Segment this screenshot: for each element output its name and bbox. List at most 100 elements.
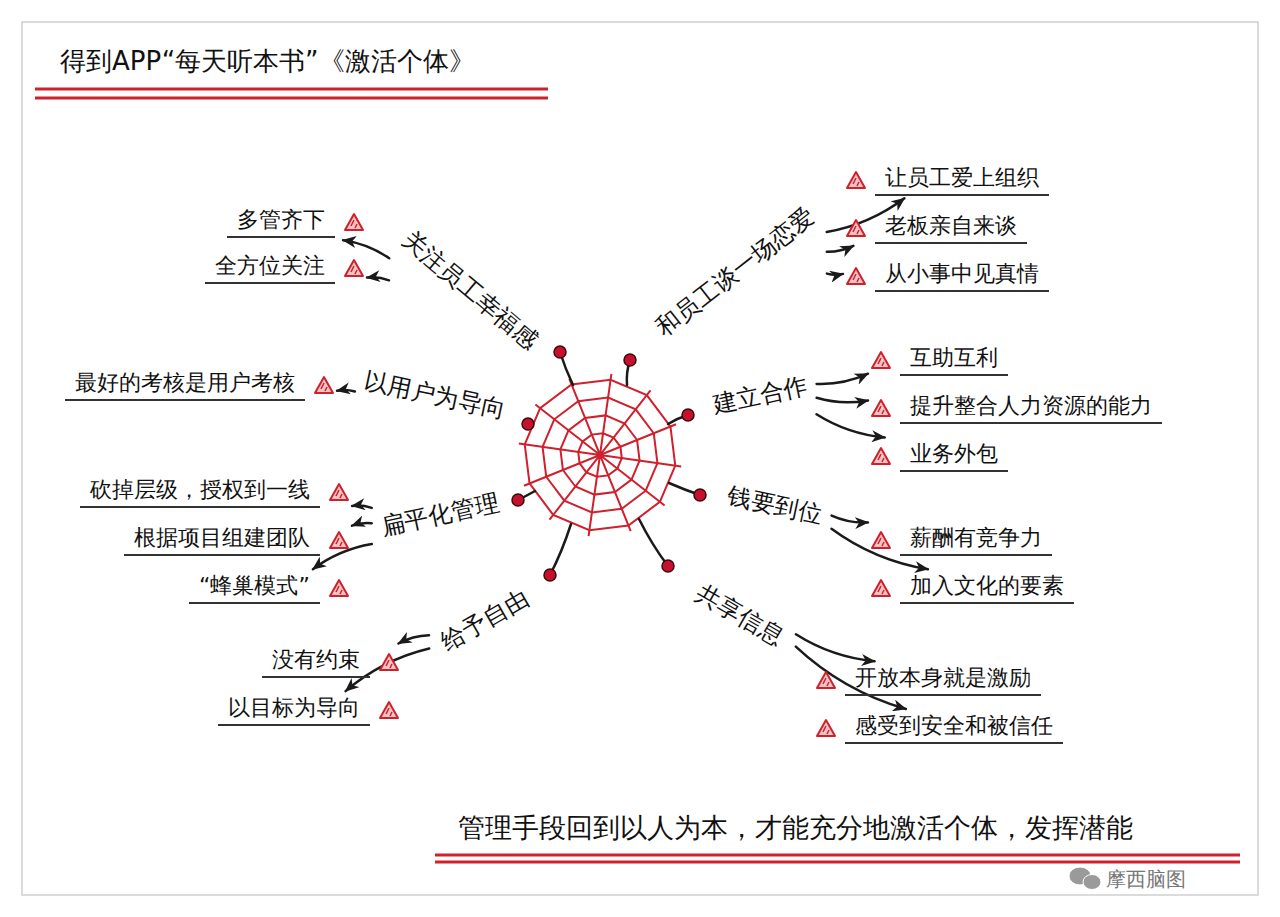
leaf-text: 加入文化的要素 [900, 572, 1074, 604]
triangle-hatch [351, 266, 357, 274]
triangle-marker [378, 700, 400, 720]
leaf-item: 最好的考核是用户考核 [65, 367, 335, 403]
wechat-icon [1069, 867, 1101, 890]
leaf-item: 让员工爱上组织 [845, 162, 1049, 198]
leaf-text: 互助互利 [900, 344, 1008, 376]
leaf-text: 砍掉层级，授权到一线 [80, 476, 320, 508]
web-ring [514, 369, 686, 541]
triangle-marker [845, 218, 867, 238]
triangle-marker [870, 398, 892, 418]
branch-arrow [832, 516, 868, 523]
triangle-hatch [878, 454, 884, 462]
triangle-hatch [878, 538, 884, 546]
triangle-marker [343, 258, 365, 278]
leaf-text: 提升整合人力资源的能力 [900, 392, 1162, 424]
triangle-hatch [853, 178, 859, 186]
triangle-marker [815, 670, 837, 690]
triangle-marker [313, 375, 335, 395]
triangle-shape [380, 702, 398, 718]
triangle-shape [380, 654, 398, 670]
web-ring [534, 389, 665, 520]
triangle-marker [343, 212, 365, 232]
leaf-item: 感受到安全和被信任 [815, 710, 1063, 746]
leaf-text: 以目标为导向 [218, 694, 370, 726]
triangle-shape [330, 532, 348, 548]
leaf-text: 老板亲自来谈 [875, 212, 1027, 244]
leaf-text: 根据项目组建团队 [124, 524, 320, 556]
branch-arrow [398, 635, 429, 643]
branch-arrow [343, 240, 389, 258]
title-underline [35, 88, 548, 91]
triangle-marker [870, 578, 892, 598]
caption-underline [435, 861, 1240, 864]
branch-arrow [352, 523, 372, 526]
leaf-text: “蜂巢模式” [189, 572, 320, 604]
triangle-shape [847, 172, 865, 188]
branch-dot [662, 560, 674, 572]
web-ring [575, 430, 625, 480]
triangle-marker [328, 482, 350, 502]
triangle-hatch [336, 490, 342, 498]
leaf-text: 没有约束 [262, 646, 370, 678]
triangle-hatch [878, 358, 884, 366]
triangle-shape [872, 580, 890, 596]
triangle-marker [845, 266, 867, 286]
triangle-marker [845, 170, 867, 190]
triangle-hatch [878, 406, 884, 414]
triangle-hatch [336, 586, 342, 594]
triangle-shape [345, 260, 363, 276]
branch-tail [639, 519, 668, 566]
branch-dots [512, 346, 706, 581]
triangle-shape [872, 400, 890, 416]
branch-dot [544, 569, 556, 581]
triangle-shape [345, 214, 363, 230]
triangle-marker [378, 652, 400, 672]
leaf-item: 根据项目组建团队 [124, 522, 350, 558]
leaf-item: 提升整合人力资源的能力 [870, 390, 1162, 426]
branch-arrow [367, 277, 389, 280]
leaf-text: 感受到安全和被信任 [845, 712, 1063, 744]
triangle-shape [315, 377, 333, 393]
web-spokes [507, 362, 692, 547]
triangle-hatch [823, 678, 829, 686]
diagram-caption: 管理手段回到以人为本，才能充分地激活个体，发挥潜能 [458, 810, 1133, 846]
leaf-item: 多管齐下 [227, 204, 365, 240]
triangle-shape [817, 720, 835, 736]
leaf-text: 全方位关注 [205, 252, 335, 284]
leaf-item: 以目标为导向 [218, 692, 400, 728]
wechat-bubble [1083, 875, 1101, 890]
triangle-hatch [321, 383, 327, 391]
watermark: 摩西脑图 [1103, 866, 1189, 893]
branch-tails [518, 352, 700, 575]
caption-underline [435, 854, 1240, 857]
spider-web [507, 362, 692, 547]
branch-arrow [337, 390, 355, 391]
branch-arrow [817, 398, 868, 403]
leaf-item: 薪酬有竞争力 [870, 522, 1052, 558]
triangle-marker [815, 718, 837, 738]
leaf-text: 从小事中见真情 [875, 260, 1049, 292]
triangle-shape [872, 448, 890, 464]
leaf-item: 没有约束 [262, 644, 400, 680]
leaf-item: 砍掉层级，授权到一线 [80, 474, 350, 510]
triangle-shape [330, 484, 348, 500]
triangle-hatch [823, 726, 829, 734]
triangle-marker [328, 530, 350, 550]
frame [22, 22, 1258, 895]
triangle-hatch [853, 274, 859, 282]
triangle-shape [847, 220, 865, 236]
leaf-text: 多管齐下 [227, 206, 335, 238]
branch-dot [624, 354, 636, 366]
branch-dot [682, 409, 694, 421]
branch-arrow [827, 246, 854, 252]
leaf-item: “蜂巢模式” [189, 570, 350, 606]
triangle-hatch [853, 226, 859, 234]
leaf-text: 薪酬有竞争力 [900, 524, 1052, 556]
leaf-item: 业务外包 [870, 438, 1008, 474]
title-underline [35, 97, 548, 100]
branch-arrow [827, 274, 843, 275]
branch-arrow [817, 414, 885, 437]
